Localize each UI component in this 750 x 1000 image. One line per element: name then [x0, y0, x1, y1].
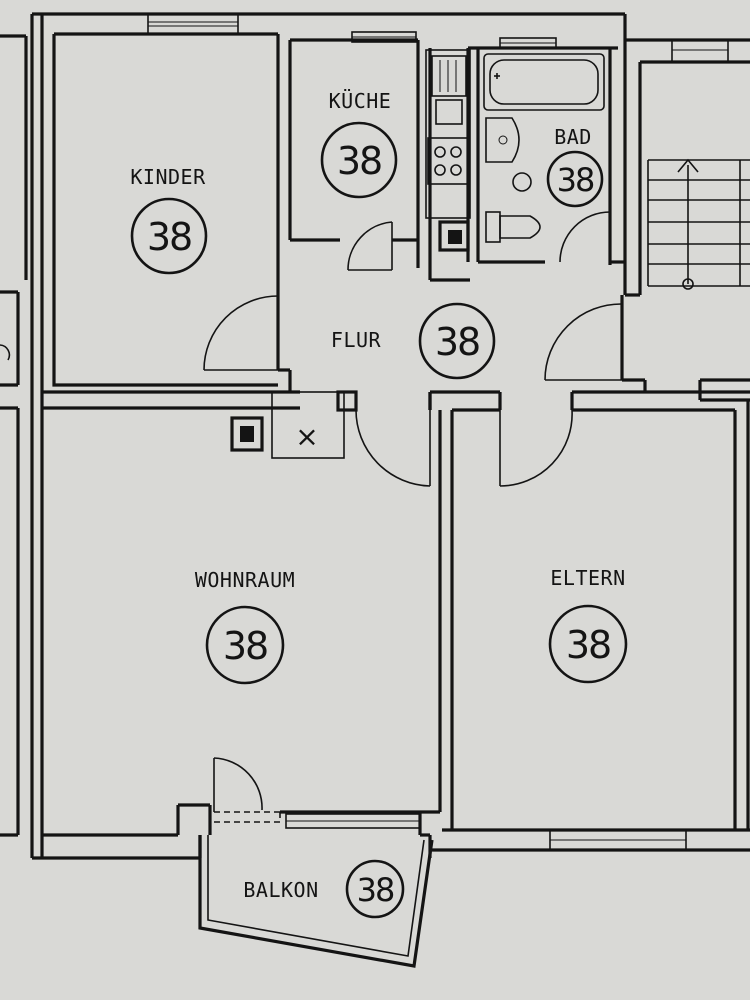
chimney-wohnraum	[230, 416, 264, 452]
chimney-mark: ×	[295, 420, 318, 453]
room-badge-balkon: 38	[345, 859, 405, 919]
doors	[203, 211, 623, 829]
room-number-kinder: 38	[147, 215, 191, 259]
room-number-eltern: 38	[566, 623, 610, 667]
room-badge-kinder: 38	[130, 197, 208, 275]
room-label-kueche: KÜCHE	[329, 89, 392, 113]
bathroom-fixtures	[483, 53, 605, 243]
staircase	[647, 158, 750, 290]
room-label-balkon: BALKON	[243, 878, 318, 902]
flur-posts	[271, 390, 358, 459]
room-label-bad: BAD	[554, 125, 592, 149]
room-badge-kueche: 38	[320, 121, 398, 199]
room-number-wohnraum: 38	[223, 624, 267, 668]
room-number-flur: 38	[435, 320, 479, 364]
interior-walls	[42, 34, 750, 837]
room-badge-bad: 38	[546, 150, 604, 208]
room-label-kinder: KINDER	[130, 165, 206, 189]
kitchen-fixtures	[425, 49, 471, 252]
room-badge-flur: 38	[418, 302, 496, 380]
room-label-wohnraum: WOHNRAUM	[195, 568, 295, 592]
outer-walls	[0, 12, 750, 860]
room-number-balkon: 38	[357, 871, 394, 909]
balcony-outline	[198, 835, 434, 968]
room-badge-wohnraum: 38	[205, 605, 285, 685]
room-badge-eltern: 38	[548, 604, 628, 684]
room-label-eltern: ELTERN	[550, 566, 625, 590]
room-label-flur: FLUR	[331, 328, 382, 352]
room-number-bad: 38	[557, 161, 594, 199]
room-number-kueche: 38	[337, 139, 381, 183]
